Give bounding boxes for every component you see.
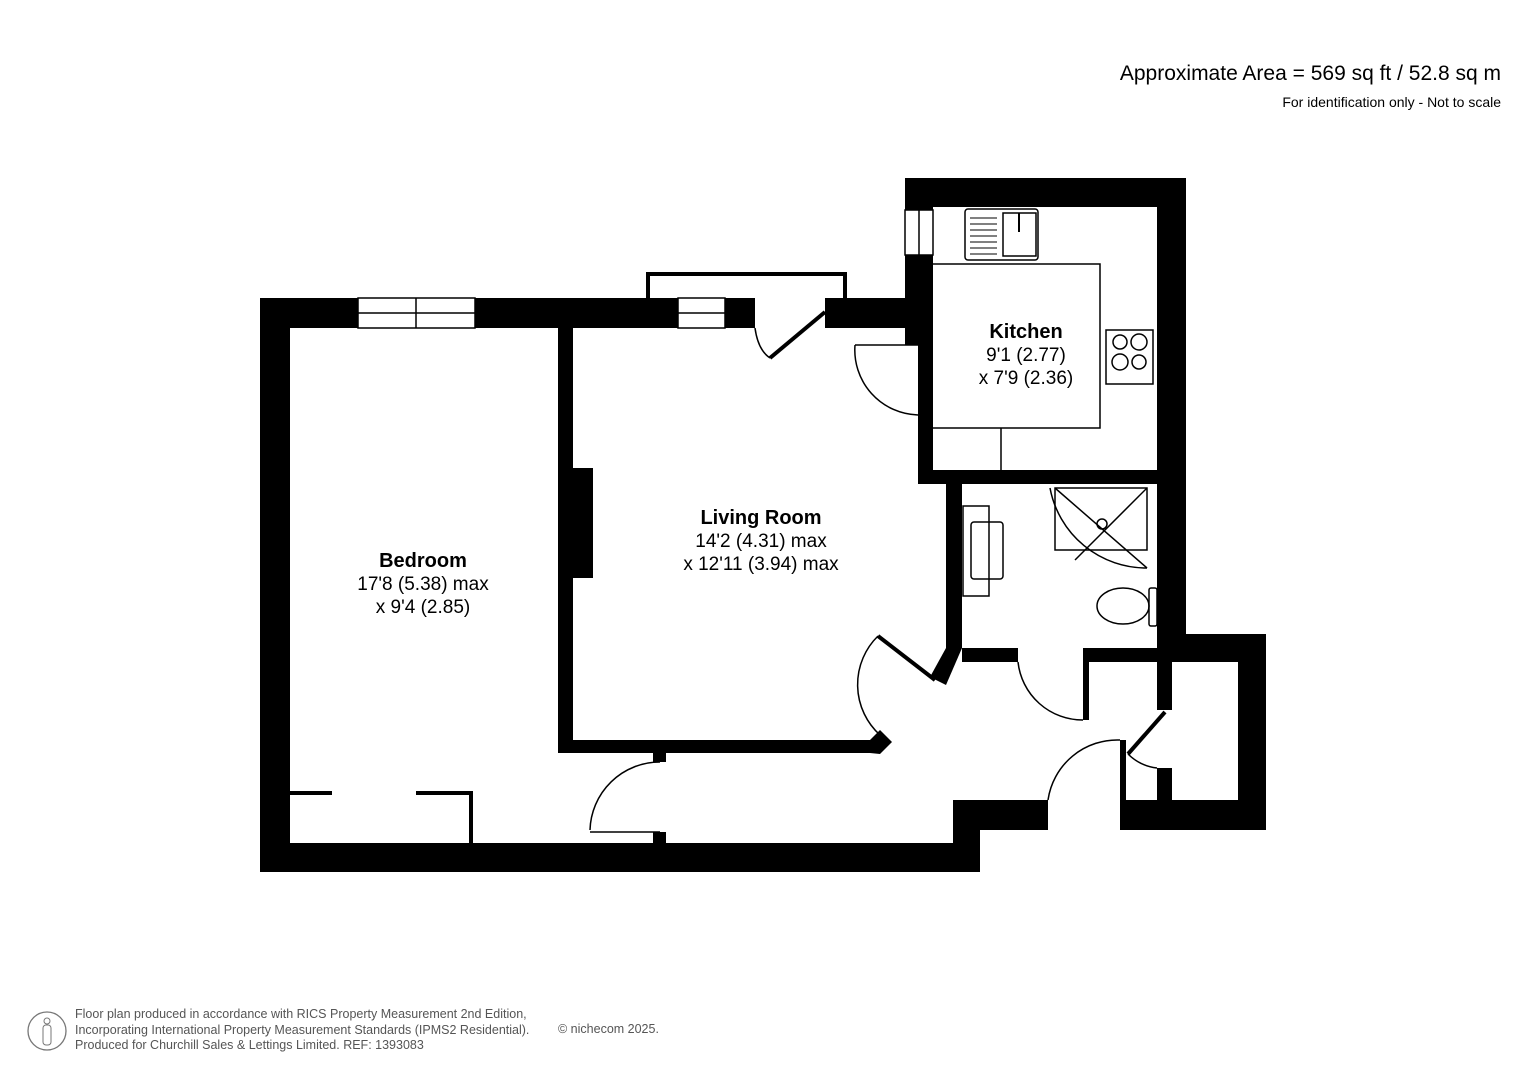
room-name: Kitchen — [989, 321, 1063, 343]
room-bedroom: Bedroom 17'8 (5.38) max x 9'4 (2.85) — [357, 550, 488, 619]
room-name: Living Room — [700, 507, 822, 529]
footer-line: Incorporating International Property Mea… — [75, 1022, 530, 1037]
room-dimension: x 9'4 (2.85) — [375, 597, 471, 618]
room-living-room: Living Room 14'2 (4.31) max x 12'11 (3.9… — [683, 507, 838, 576]
room-dimension: x 7'9 (2.36) — [978, 368, 1074, 389]
room-dimension: x 12'11 (3.94) max — [683, 554, 839, 575]
walls — [260, 178, 1266, 872]
fixtures — [290, 208, 1167, 843]
approximate-area: Approximate Area = 569 sq ft / 52.8 sq m — [1119, 62, 1501, 85]
room-dimension: 17'8 (5.38) max — [357, 574, 489, 595]
person-icon — [27, 1011, 67, 1051]
footer-line: Floor plan produced in accordance with R… — [75, 1007, 527, 1021]
room-kitchen: Kitchen 9'1 (2.77) x 7'9 (2.36) — [979, 321, 1073, 390]
room-dimension: 14'2 (4.31) max — [695, 531, 827, 552]
room-dimension: 9'1 (2.77) — [986, 345, 1066, 366]
footer-line: Produced for Churchill Sales & Lettings … — [75, 1038, 424, 1052]
footer-text: Floor plan produced in accordance with R… — [75, 1007, 529, 1054]
scale-note: For identification only - Not to scale — [1282, 94, 1501, 110]
copyright: © nichecom 2025. — [558, 1022, 659, 1036]
room-name: Bedroom — [379, 550, 467, 572]
